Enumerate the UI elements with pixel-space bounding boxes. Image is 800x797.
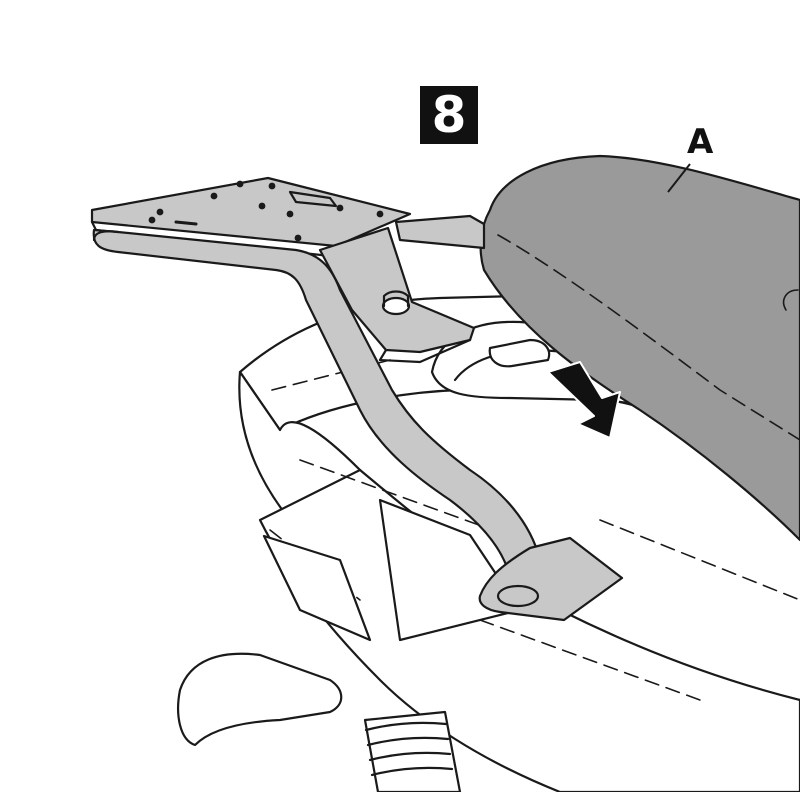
plate-holes [148, 180, 384, 242]
grab-handle-left [177, 652, 343, 747]
mounting-bolt [381, 296, 411, 316]
seat-hook [488, 338, 551, 368]
plate-slot [174, 220, 198, 226]
callout-leader-line [667, 163, 691, 193]
rack-side-arm [394, 214, 486, 250]
callout-label-a: A [687, 122, 714, 162]
body-panel-lower [258, 468, 800, 794]
seat-cushion [479, 154, 800, 542]
step-number-badge: 8 [420, 86, 478, 144]
direction-arrow [547, 361, 621, 439]
